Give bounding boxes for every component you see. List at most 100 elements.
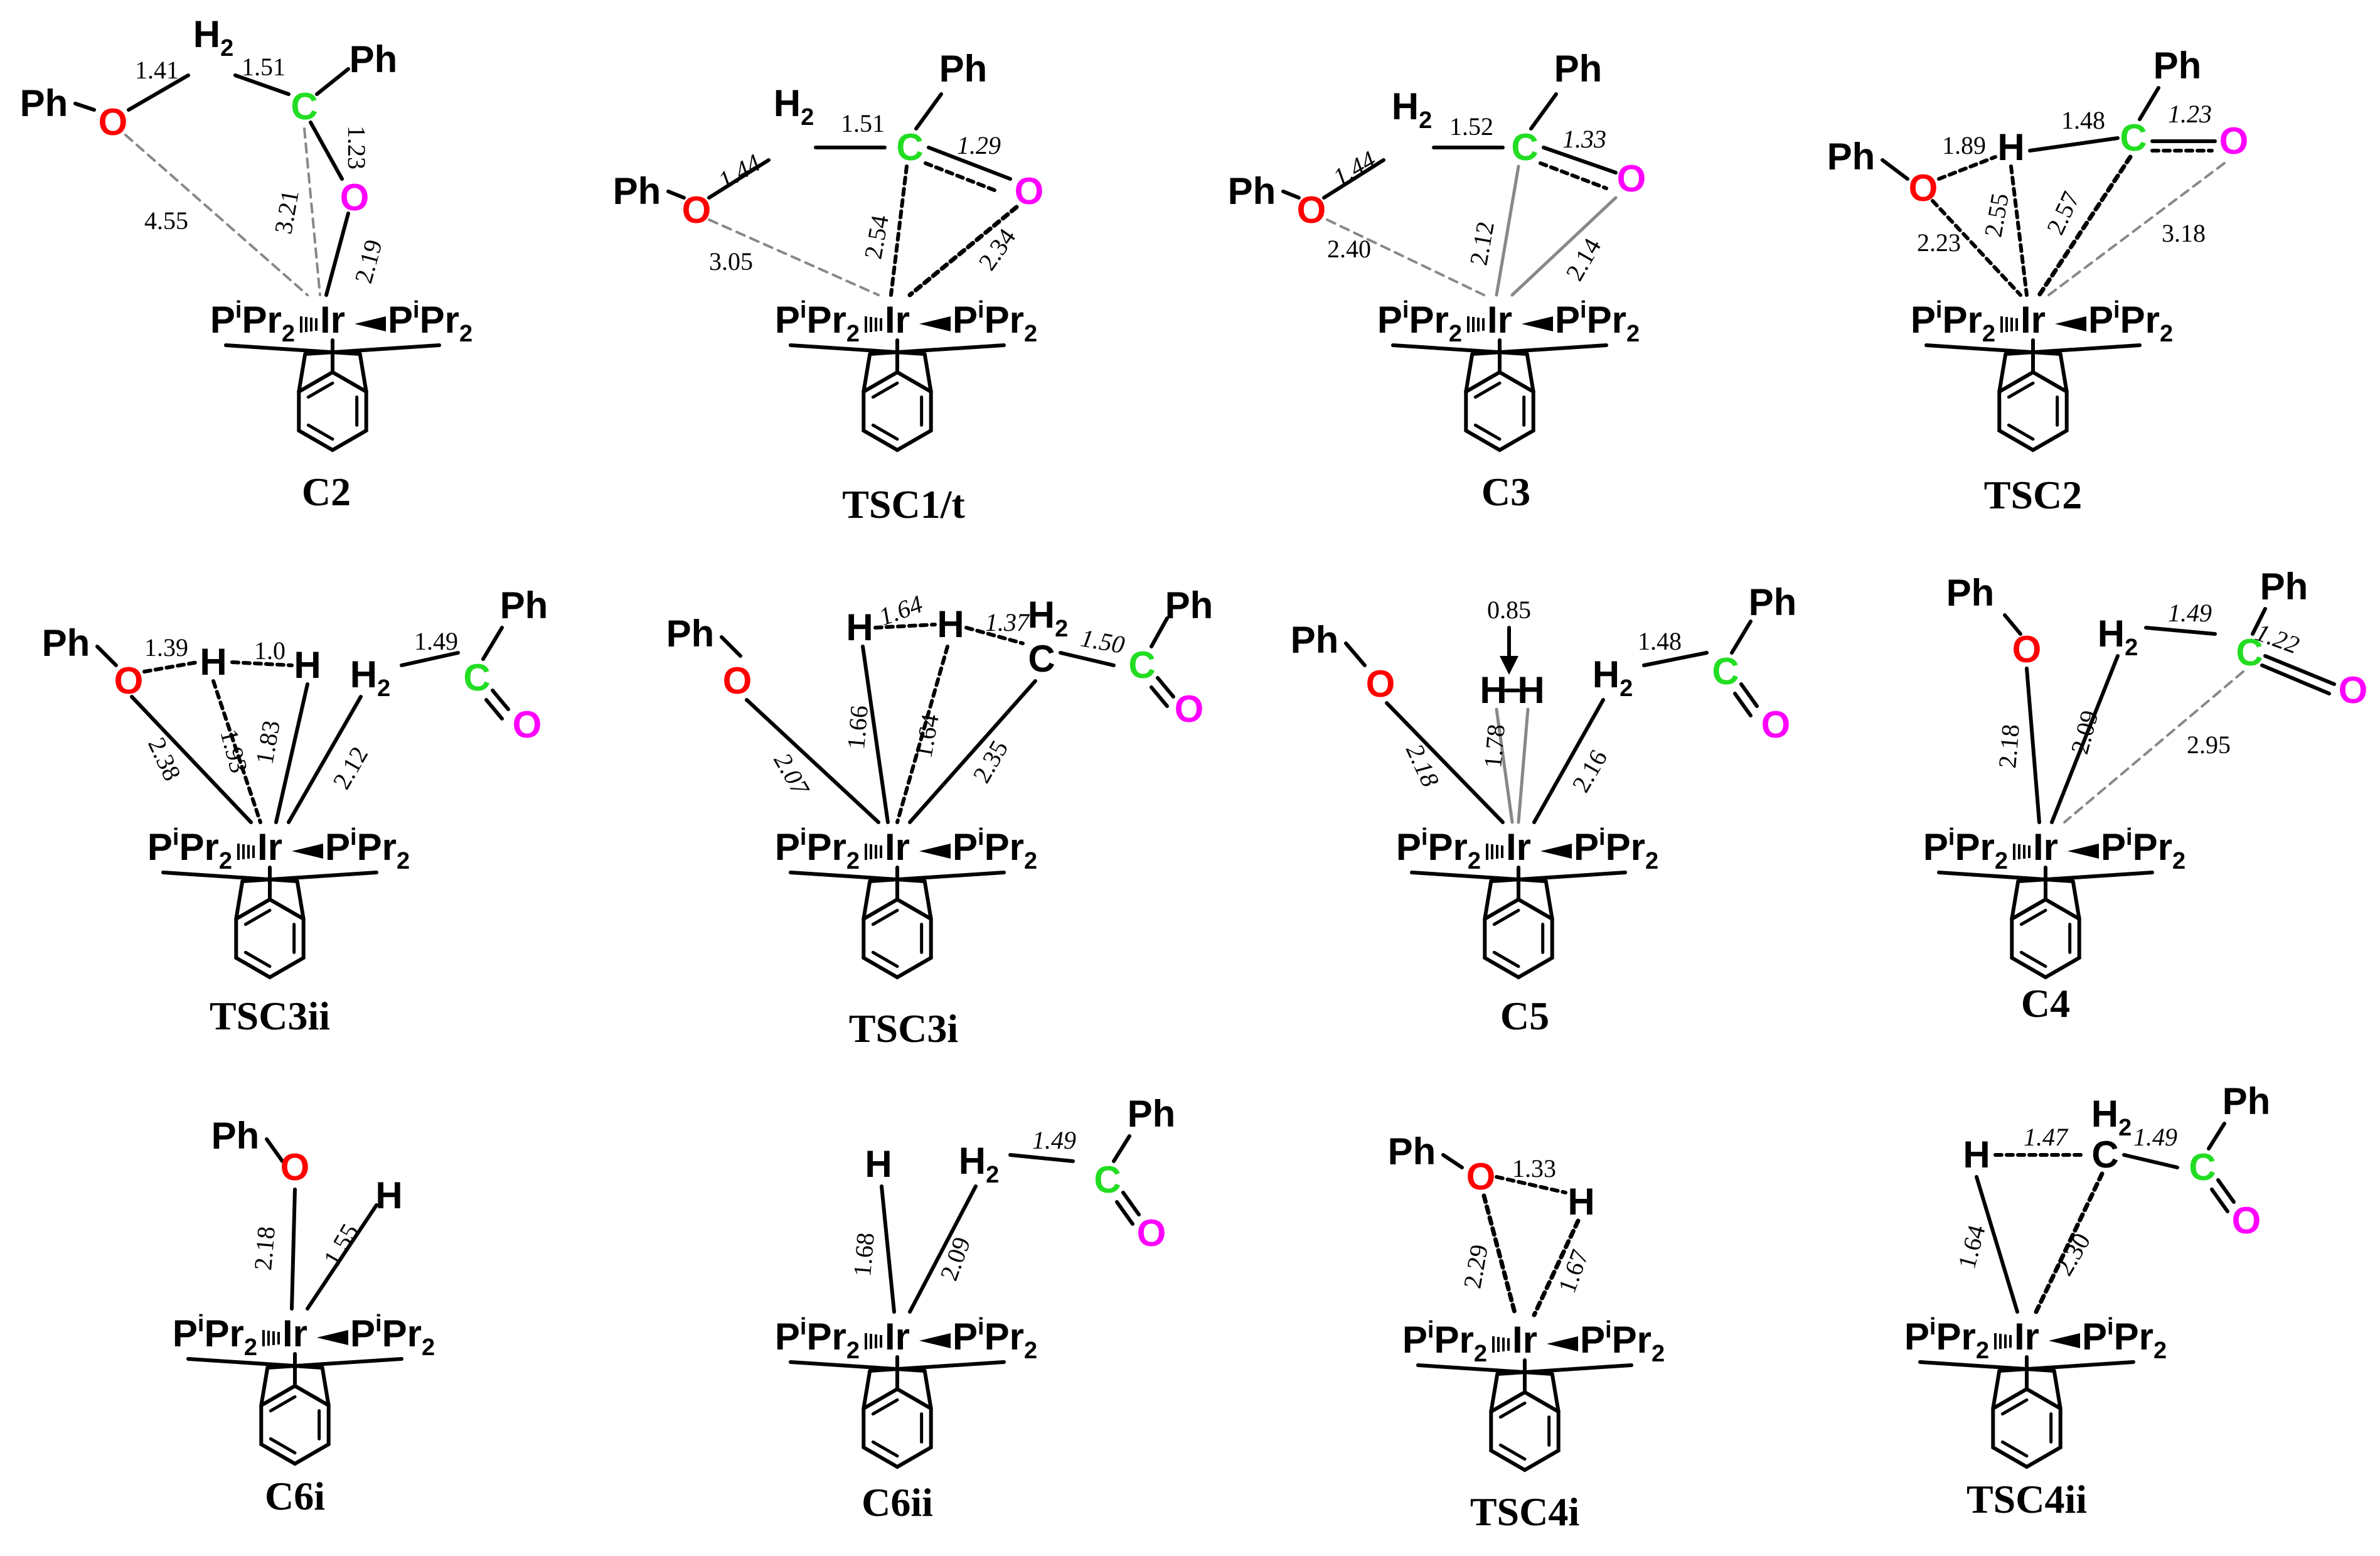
phenyl-group: Ph [1291, 619, 1339, 661]
right-phosphine: PiPr2 [1555, 297, 1640, 347]
bond-line [720, 635, 742, 658]
bond-line [2122, 1153, 2179, 1169]
bond-line [1532, 1218, 1581, 1317]
bond-line [2037, 154, 2133, 298]
ch2-arm [862, 879, 872, 921]
bond-length-label: 1.78 [1478, 723, 1510, 770]
phenyl-group: Ph [211, 1115, 260, 1157]
left-phosphine: PiPr2 [147, 824, 232, 874]
bond-line [1937, 155, 1997, 181]
phenyl-group: Ph [1228, 170, 1276, 212]
bond-length-label: 1.47 [2024, 1123, 2069, 1151]
bond-line [1739, 682, 1759, 708]
iridium-atom: Ir [282, 1312, 307, 1355]
left-phosphine: PiPr2 [173, 1311, 257, 1361]
hydrogen-atom: H [846, 606, 873, 648]
solid-wedge [1547, 1336, 1578, 1351]
left-phosphine: PiPr2 [1911, 297, 1995, 347]
phenyl-group: Ph [500, 584, 548, 626]
bond-length-label: 1.49 [2133, 1123, 2177, 1151]
hydrogen-atom: H [937, 603, 964, 645]
structure-label: C6ii [862, 1480, 933, 1525]
bond-line [1517, 707, 1530, 824]
ch2-atom: H2 [1593, 653, 1633, 702]
right-phosphine: PiPr2 [953, 1314, 1037, 1364]
solid-wedge [2049, 1333, 2080, 1348]
bond-length-label: 1.89 [1942, 131, 1986, 159]
bond-length-label: 3.18 [2162, 219, 2206, 247]
left-phosphine: PiPr2 [1923, 824, 2008, 874]
bond-line [908, 679, 1037, 824]
bond-line [306, 1203, 378, 1311]
carbon-atom: C [2091, 1134, 2118, 1176]
ch2-arm [868, 343, 1006, 356]
bond-length-label: 2.09 [934, 1233, 976, 1284]
bond-length-label: 1.49 [1032, 1126, 1076, 1154]
bond-line [2028, 136, 2120, 153]
left-phosphine: PiPr2 [210, 297, 295, 347]
carbonyl-oxygen: O [1015, 170, 1044, 212]
ch2-arm [320, 1366, 331, 1407]
iridium-atom: Ir [320, 299, 345, 341]
structure-label: TSC1/t [842, 482, 965, 527]
ch2-arm [1495, 1363, 1633, 1376]
ring-double-bond [306, 423, 334, 441]
bond-line [880, 1184, 896, 1314]
ch2-arm [2071, 879, 2081, 921]
bond-line [1344, 641, 1367, 667]
hydrogen-atom: H [1517, 669, 1544, 711]
left-phosphine: PiPr2 [1904, 1314, 1989, 1364]
bond-length-label: 3.05 [709, 247, 753, 276]
structure-label: TSC2 [1984, 473, 2083, 517]
bond-length-label: 2.35 [967, 736, 1013, 788]
ring-double-bond [2000, 1398, 2029, 1416]
ch2-arm [265, 1357, 403, 1370]
ch2-atom: H2 [1392, 85, 1432, 134]
phenyl-group: Ph [2153, 45, 2202, 87]
carbonyl-oxygen: O [1617, 158, 1646, 200]
carbonyl-carbon: C [291, 85, 318, 127]
bond-line [908, 1184, 978, 1314]
bond-line [1150, 685, 1169, 708]
ch2-arm [2052, 1369, 2062, 1410]
ether-oxygen: O [99, 101, 128, 143]
bond-line [2025, 667, 2041, 824]
bond-line [1322, 158, 1385, 200]
ring-double-bond [1492, 908, 1520, 926]
solid-wedge [2068, 844, 2099, 859]
carbonyl-carbon: C [2189, 1146, 2216, 1188]
ch2-arm [2016, 871, 2154, 883]
phenyl-group: Ph [2223, 1080, 2271, 1122]
bond-length-label: 1.49 [2168, 599, 2212, 627]
bond-length-label: 1.64 [909, 712, 944, 760]
bond-line [481, 626, 504, 661]
ring-double-bond [1492, 950, 1520, 968]
ch2-arm [2004, 343, 2142, 356]
iridium-atom: Ir [885, 826, 910, 868]
carbonyl-oxygen: O [2339, 669, 2368, 711]
left-phosphine: PiPr2 [775, 1314, 860, 1364]
bond-line [708, 218, 880, 296]
hydrogen-atom: H [1480, 669, 1507, 711]
bond-line [2047, 162, 2226, 296]
bond-line [309, 121, 344, 181]
bond-length-label: 2.57 [2041, 187, 2085, 239]
bond-line [2216, 1178, 2236, 1204]
carbonyl-carbon: C [896, 126, 923, 168]
ch2-arm [1489, 871, 1627, 883]
arrow-head [1500, 656, 1518, 675]
bond-line [2207, 1122, 2226, 1151]
solid-wedge [2055, 316, 2086, 331]
ring-double-bond [2000, 1440, 2029, 1458]
bond-length-label: 1.44 [1328, 145, 1380, 191]
bond-length-label: 1.39 [144, 633, 188, 662]
carbonyl-oxygen: O [2219, 120, 2249, 162]
bond-line [315, 67, 350, 96]
bond-line [927, 146, 1012, 181]
ch2-arm [240, 871, 378, 883]
bond-length-label: 1.33 [1562, 125, 1606, 153]
ring-double-bond [2019, 950, 2047, 968]
